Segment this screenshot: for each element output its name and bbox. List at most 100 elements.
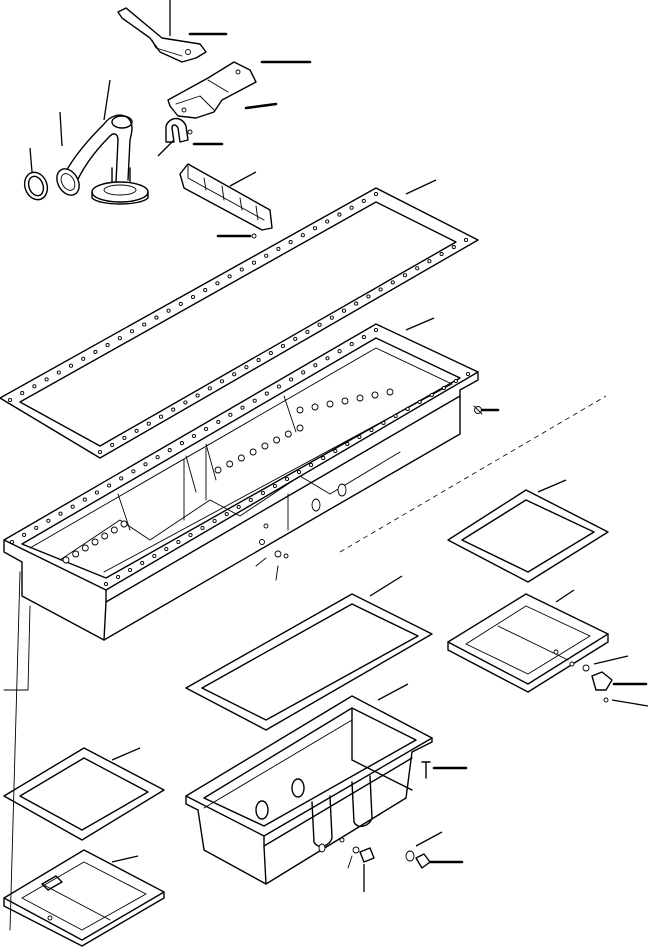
hole [381,420,386,426]
hole [93,349,98,354]
hole [288,240,293,245]
hole [312,226,318,231]
hole [284,430,292,438]
hole [72,550,80,558]
hole [463,237,469,243]
hole [427,259,432,264]
hole [417,399,422,405]
hole [195,393,200,398]
hole [224,511,229,517]
hole [119,476,124,481]
hole [91,538,99,546]
hole [191,433,197,439]
hole [453,378,458,384]
hole [311,403,319,411]
hole [405,406,410,412]
hole [268,351,273,356]
hole [58,511,63,516]
hole [101,532,109,540]
hole [305,329,310,334]
hole [120,520,128,528]
hole [249,448,257,456]
hole [261,442,269,450]
hole [81,356,86,361]
baffle-bracket [179,163,273,239]
hole [373,191,379,197]
hole [94,490,99,495]
hole [337,212,342,217]
upper-bracket [117,7,207,63]
cover-plate-left [3,849,165,947]
hole [155,455,160,460]
hole [176,539,181,545]
hole [34,525,39,530]
hole [215,281,220,286]
hole [82,497,87,502]
hole [313,363,318,368]
hole [7,397,13,403]
hole [203,288,208,293]
hole [68,363,74,368]
hole [378,287,383,292]
upper-gasket [0,187,479,459]
hole [373,327,379,333]
hole [264,253,269,258]
hole [280,343,286,349]
cover-gasket-left [3,747,165,841]
hole [227,274,232,279]
hole [264,391,269,396]
hole [97,449,103,455]
drain-plug [569,661,613,703]
hole [103,581,109,587]
hole [284,476,290,482]
mounting-plate [167,61,257,119]
hole [393,413,398,419]
hole [22,532,27,537]
hole [167,448,172,453]
hole [179,441,184,446]
hole [390,280,395,285]
hole [129,329,135,334]
hole [296,406,304,414]
centre-lines [3,395,607,931]
hole [349,205,354,210]
hole [239,267,244,272]
hole [228,412,233,417]
hole [276,246,281,251]
main-oil-pan [3,323,479,641]
hole [46,518,51,523]
hole [329,315,334,320]
hole [164,546,169,552]
hole [188,532,193,538]
hole [237,454,245,462]
hole [128,567,133,573]
hole [293,336,298,341]
hole [207,386,212,391]
hole [70,504,75,509]
hole [44,377,49,382]
hole [256,358,261,363]
cover-plate-right [447,593,609,693]
hole [190,294,196,300]
hole [244,365,249,370]
hole [248,497,253,503]
hole [337,349,342,354]
hole [309,462,314,468]
hole [349,342,354,347]
hole [146,421,151,426]
hole [62,556,70,564]
flange-bolt-holes [9,327,471,587]
hole [441,385,446,391]
hole [272,483,277,489]
hole [451,245,456,250]
hole [333,448,338,454]
leader-lines [29,0,648,892]
hole [216,419,221,424]
hole [369,427,374,433]
hole [354,301,359,306]
hole [158,414,164,419]
hole [200,525,205,531]
hole [110,526,118,534]
hole [166,308,171,313]
